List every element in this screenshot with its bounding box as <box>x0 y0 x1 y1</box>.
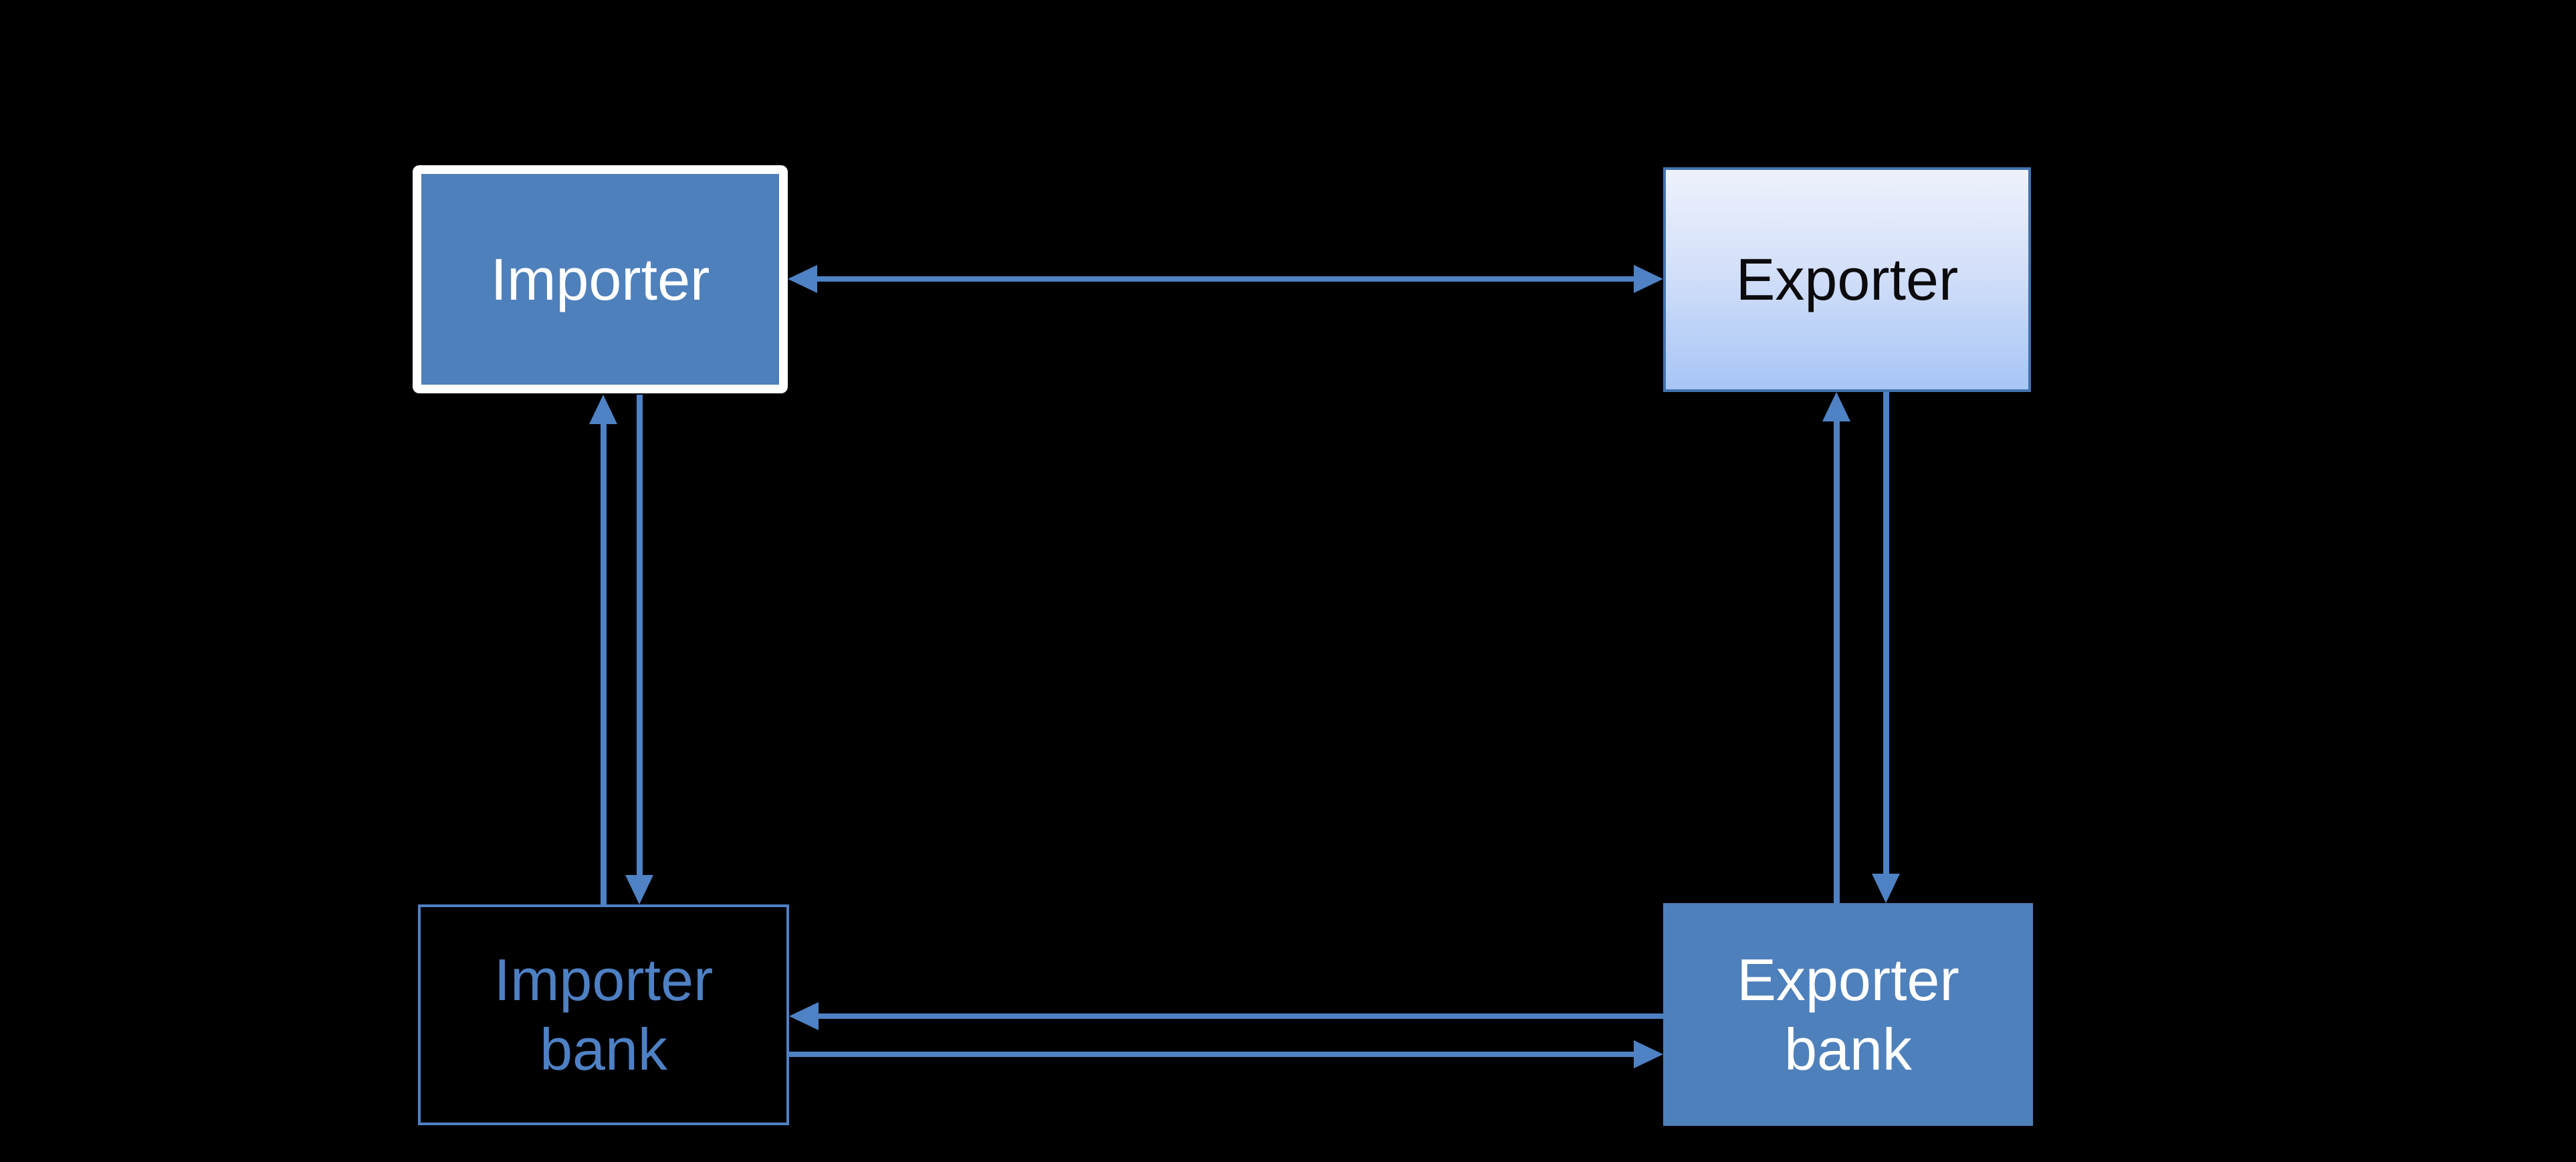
arrowhead-left-icon <box>789 1002 819 1030</box>
connector-exporter-to-exporter-bank-line <box>1883 392 1889 874</box>
arrowhead-down-icon <box>625 875 653 904</box>
node-exporter-bank-label-line2: bank <box>1784 1015 1912 1082</box>
arrowhead-left-icon <box>788 265 817 293</box>
node-exporter-bank-label-line1: Exporter <box>1737 946 1959 1013</box>
connector-importer-bank-to-importer-line <box>601 423 607 904</box>
connector-importer-exporter-line <box>815 276 1636 282</box>
node-exporter: Exporter <box>1663 167 2031 392</box>
node-importer: Importer <box>413 165 788 393</box>
connector-importer-bank-to-exporter-bank-line <box>789 1052 1635 1057</box>
arrowhead-down-icon <box>1872 874 1900 903</box>
node-exporter-label: Exporter <box>1735 246 1959 313</box>
node-importer-label: Importer <box>490 246 710 312</box>
arrowhead-right-icon <box>1634 1040 1663 1068</box>
arrowhead-right-icon <box>1634 265 1663 293</box>
node-importer-bank-label-line1: Importer <box>494 947 714 1013</box>
node-exporter-bank: Exporter bank <box>1663 903 2033 1126</box>
connector-importer-to-importer-bank-line <box>637 395 643 876</box>
connector-exporter-bank-to-exporter-line <box>1834 420 1840 903</box>
arrowhead-up-icon <box>1822 392 1850 421</box>
connector-exporter-bank-to-importer-bank-line <box>817 1013 1663 1019</box>
node-importer-bank-label-line2: bank <box>540 1016 667 1082</box>
arrowhead-up-icon <box>589 395 617 424</box>
node-importer-bank: Importer bank <box>418 904 789 1125</box>
